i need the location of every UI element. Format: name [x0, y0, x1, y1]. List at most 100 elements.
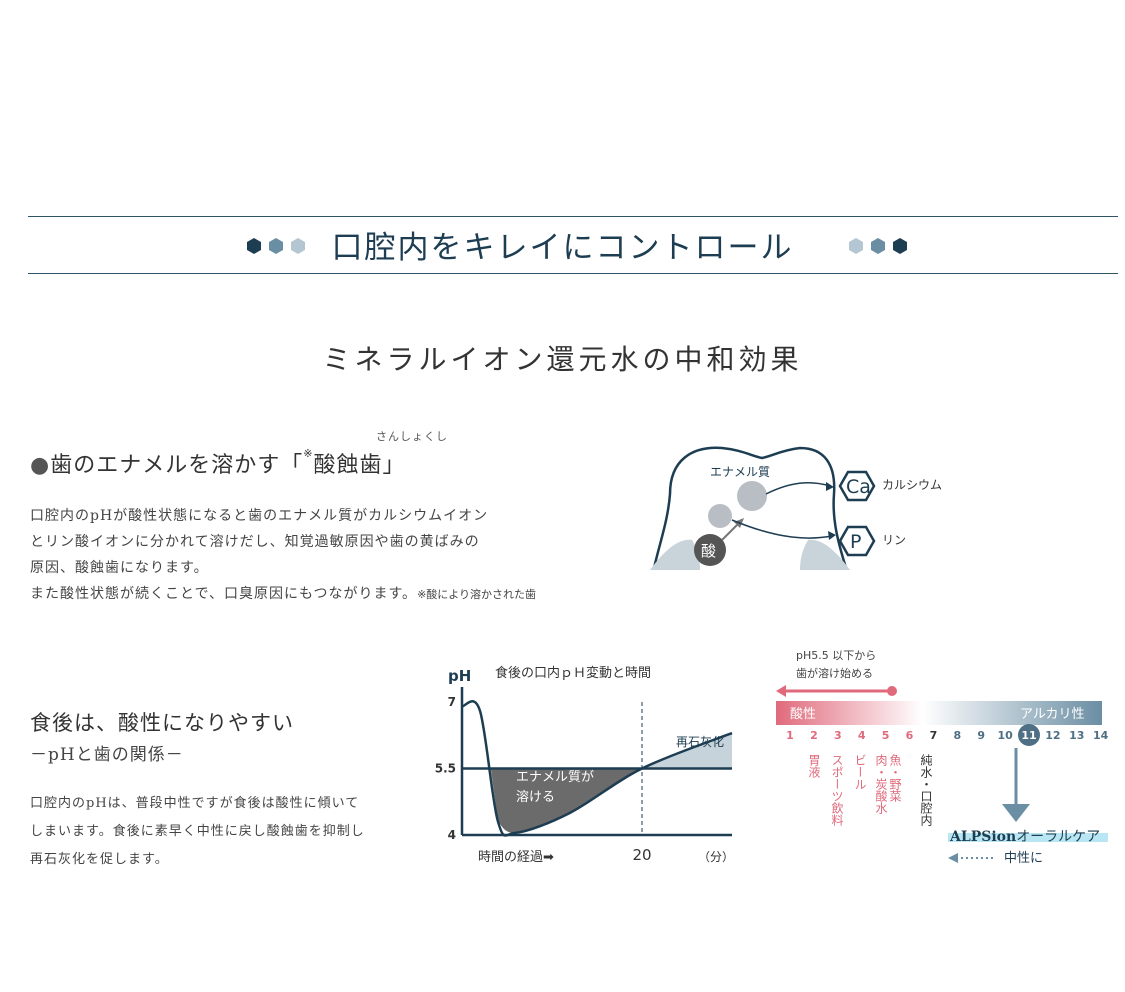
- ytick-label: 4: [448, 828, 456, 842]
- calcium-arrowhead-icon: [826, 482, 834, 491]
- ph-highlight-circle: [1018, 724, 1040, 746]
- acid-circle-icon: [694, 534, 726, 566]
- chart-ylabel: pH: [448, 667, 471, 685]
- hexagon-icon: [871, 238, 885, 254]
- section-subtitle: ミネラルイオン還元水の中和効果: [322, 343, 803, 376]
- ph-number: 10: [997, 729, 1013, 742]
- acid-label: 酸: [701, 542, 716, 560]
- footnote: ※酸により溶かされた歯: [417, 588, 537, 601]
- hexagon-icon: [291, 238, 305, 254]
- chart-xunit: （分）: [698, 850, 734, 864]
- arrow-left-icon: [776, 685, 786, 697]
- hexagon-icon: [269, 238, 283, 254]
- tooth-outline: [652, 446, 848, 569]
- ph-number: 5: [882, 729, 890, 742]
- ytick-label: 7: [448, 695, 456, 709]
- paragraph-line: 口腔内のpHは、普段中性ですが食後は酸性に傾いて: [30, 796, 360, 811]
- paragraph-last-line: また酸性状態が続くことで、口臭原因にもつながります。: [30, 586, 418, 602]
- ytick-label: 5.5: [435, 762, 456, 776]
- threshold-note-line2: 歯が溶け始める: [796, 666, 873, 680]
- neutral-label: 中性に: [1004, 851, 1043, 866]
- fish-vegetable-label: 魚・野菜: [888, 754, 902, 802]
- gum-right: [800, 539, 850, 570]
- paragraph-line: 原因、酸蝕歯になります。: [30, 560, 209, 576]
- heading-close: 」: [382, 453, 406, 478]
- beer-label: ビール: [853, 754, 867, 790]
- enamel-label: エナメル質: [710, 464, 770, 479]
- xtick-label: 20: [632, 846, 651, 864]
- hexagon-ornament-left: [247, 238, 305, 254]
- chart-xlabel: 時間の経過➡: [478, 850, 554, 865]
- calcium-label: カルシウム: [882, 478, 942, 492]
- alkaline-label: アルカリ性: [1020, 707, 1084, 722]
- ph-gradient-bar: [776, 701, 1102, 725]
- dissolve-label-line1: エナメル質が: [516, 770, 594, 785]
- arrow-down-icon: [1002, 804, 1030, 822]
- arrow-left-small-icon: [948, 853, 958, 863]
- threshold-dot-icon: [887, 686, 897, 696]
- hexagon-icon: [893, 238, 907, 254]
- hexagon-ornament-right: [849, 238, 907, 254]
- hexagon-icon: [849, 238, 863, 254]
- phosphate-arrowhead-icon: [828, 531, 836, 540]
- threshold-note-line1: pH5.5 以下から: [796, 649, 876, 662]
- sports-drink-label: スポーツ飲料: [830, 754, 844, 826]
- heading-term: 酸蝕歯: [313, 453, 383, 478]
- heading-main: 歯のエナメルを溶かす「: [50, 453, 304, 478]
- bullet-icon: ●: [30, 453, 51, 478]
- meat-soda-label: 肉・炭酸水: [874, 754, 888, 814]
- ph-number: 7: [930, 729, 938, 742]
- section2-paragraph: 口腔内のpHは、普段中性ですが食後は酸性に傾いて しまいます。食後に素早く中性に…: [30, 790, 430, 874]
- gum-left: [650, 539, 700, 570]
- paragraph-line: 口腔内のpHが酸性状態になると歯のエナメル質がカルシウムイオン: [30, 508, 489, 524]
- paragraph-line: とリン酸イオンに分かれて溶けだし、知覚過敏原因や歯の黄ばみの: [30, 534, 480, 550]
- ph-number: 13: [1069, 729, 1084, 742]
- ph-number: 3: [834, 729, 842, 742]
- header-bottom-rule: [28, 273, 1118, 274]
- ph-number: 6: [906, 729, 914, 742]
- chart-title: 食後の口内ｐＨ変動と時間: [495, 665, 651, 681]
- calcium-particle-icon: [737, 481, 767, 511]
- paragraph-line: 再石灰化を促します。: [30, 852, 169, 867]
- stomach-label: 胃液: [807, 754, 821, 778]
- pure-water-label: 純水・口腔内: [919, 754, 933, 826]
- calcium-arrow: [765, 481, 831, 495]
- calcium-symbol: Ca: [846, 476, 871, 498]
- paragraph-line: また酸性状態が続くことで、口臭原因にもつながります。※酸により溶かされた歯: [30, 581, 650, 608]
- phosphate-arrow: [731, 519, 833, 539]
- section2-heading: 食後は、酸性になりやすい: [30, 711, 294, 735]
- header-top-rule: [28, 216, 1118, 217]
- dissolve-label-line2: 溶ける: [516, 790, 555, 805]
- ph-number: 2: [810, 729, 818, 742]
- ph-number: 1: [786, 729, 794, 742]
- ph-number: 8: [953, 729, 961, 742]
- acid-label: 酸性: [790, 707, 816, 722]
- phosphorus-symbol: P: [850, 531, 861, 553]
- ruby-reading: さんしょくし: [376, 430, 448, 443]
- calcium-hexagon-icon: [838, 470, 876, 502]
- tooth-diagram: エナメル質 酸 Ca カルシウム P リン: [650, 446, 942, 570]
- phosphorus-label: リン: [882, 533, 906, 547]
- phosphate-particle-icon: [708, 504, 732, 528]
- product-brand: ALPSion: [949, 829, 1016, 845]
- product-name: ALPSionオーラルケア: [949, 829, 1100, 845]
- note-mark: ※: [303, 447, 314, 460]
- enamel-dissolve-area: [490, 768, 642, 833]
- remineral-label: 再石灰化: [676, 735, 724, 749]
- product-suffix: オーラルケア: [1016, 829, 1100, 845]
- ph-curve-line: [461, 699, 733, 837]
- ph-number: 12: [1045, 729, 1060, 742]
- ph-number: 11: [1021, 729, 1036, 742]
- ph-time-chart: pH 食後の口内ｐＨ変動と時間 7 5.5 4 20 時間の経過➡ （分） エナ…: [435, 665, 734, 865]
- phosphorus-hexagon-icon: [838, 525, 876, 557]
- ph-number: 14: [1093, 729, 1109, 742]
- section1-heading: ●歯のエナメルを溶かす「※酸蝕歯」: [30, 447, 405, 479]
- hexagon-icon: [247, 238, 261, 254]
- ph-number: 4: [858, 729, 866, 742]
- ph-number: 9: [977, 729, 985, 742]
- product-highlight: [948, 833, 1108, 842]
- section2-subheading: －pHと歯の関係－: [30, 745, 184, 765]
- page-title: 口腔内をキレイにコントロール: [331, 230, 794, 266]
